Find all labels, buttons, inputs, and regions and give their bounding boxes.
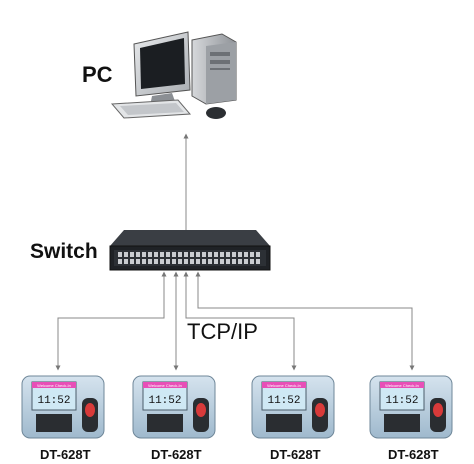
switch-port bbox=[202, 252, 206, 257]
switch-port bbox=[118, 252, 122, 257]
switch-port bbox=[172, 252, 176, 257]
switch-port bbox=[124, 259, 128, 264]
switch-port bbox=[208, 252, 212, 257]
switch-port bbox=[166, 259, 170, 264]
device-screen-time: 11:52 bbox=[267, 395, 300, 407]
attendance-terminal-icon bbox=[369, 375, 453, 439]
switch-port bbox=[226, 252, 230, 257]
switch-port bbox=[190, 259, 194, 264]
switch-port bbox=[190, 252, 194, 257]
switch-port bbox=[178, 259, 182, 264]
switch-port bbox=[172, 259, 176, 264]
switch-port bbox=[250, 259, 254, 264]
device-model-label: DT-628T bbox=[151, 447, 202, 462]
network-switch-icon bbox=[109, 230, 271, 271]
switch-port bbox=[154, 252, 158, 257]
link-device-4 bbox=[195, 271, 415, 371]
switch-port bbox=[160, 259, 164, 264]
switch-port bbox=[244, 252, 248, 257]
switch-port bbox=[244, 259, 248, 264]
device-model-label: DT-628T bbox=[40, 447, 91, 462]
switch-port bbox=[238, 259, 242, 264]
switch-port bbox=[256, 259, 260, 264]
switch-port bbox=[250, 252, 254, 257]
switch-port bbox=[238, 252, 242, 257]
switch-port bbox=[220, 252, 224, 257]
switch-port bbox=[118, 259, 122, 264]
link-device-1 bbox=[55, 271, 167, 371]
switch-port bbox=[166, 252, 170, 257]
attendance-terminal-icon bbox=[21, 375, 105, 439]
switch-port bbox=[148, 259, 152, 264]
switch-port bbox=[160, 252, 164, 257]
switch-port bbox=[226, 259, 230, 264]
pc-computer-icon bbox=[110, 31, 237, 119]
switch-port bbox=[130, 259, 134, 264]
switch-port bbox=[214, 252, 218, 257]
switch-port bbox=[256, 252, 260, 257]
device-screen-header: Welcome Check-In bbox=[148, 383, 182, 388]
switch-port bbox=[184, 252, 188, 257]
switch-port bbox=[142, 252, 146, 257]
attendance-terminal-icon bbox=[132, 375, 216, 439]
device-screen-header: Welcome Check-In bbox=[37, 383, 71, 388]
switch-port bbox=[154, 259, 158, 264]
switch-port bbox=[142, 259, 146, 264]
device-screen-time: 11:52 bbox=[385, 395, 418, 407]
attendance-terminal-icon bbox=[251, 375, 335, 439]
device-screen-time: 11:52 bbox=[37, 395, 70, 407]
device-screen-header: Welcome Check-In bbox=[267, 383, 301, 388]
protocol-label: TCP/IP bbox=[187, 319, 258, 344]
switch-port bbox=[130, 252, 134, 257]
device-model-label: DT-628T bbox=[388, 447, 439, 462]
switch-port bbox=[136, 252, 140, 257]
device-model-label: DT-628T bbox=[270, 447, 321, 462]
switch-port bbox=[196, 259, 200, 264]
device-screen-header: Welcome Check-In bbox=[385, 383, 419, 388]
switch-port bbox=[220, 259, 224, 264]
switch-port bbox=[208, 259, 212, 264]
switch-port bbox=[214, 259, 218, 264]
device-screen-time: 11:52 bbox=[148, 395, 181, 407]
connection-lines bbox=[55, 271, 415, 371]
switch-label: Switch bbox=[30, 240, 98, 263]
pc-label: PC bbox=[82, 62, 113, 87]
switch-port bbox=[178, 252, 182, 257]
switch-port bbox=[232, 252, 236, 257]
switch-port bbox=[184, 259, 188, 264]
switch-port bbox=[136, 259, 140, 264]
switch-port bbox=[148, 252, 152, 257]
switch-port bbox=[202, 259, 206, 264]
switch-port bbox=[196, 252, 200, 257]
switch-port bbox=[124, 252, 128, 257]
switch-port bbox=[232, 259, 236, 264]
